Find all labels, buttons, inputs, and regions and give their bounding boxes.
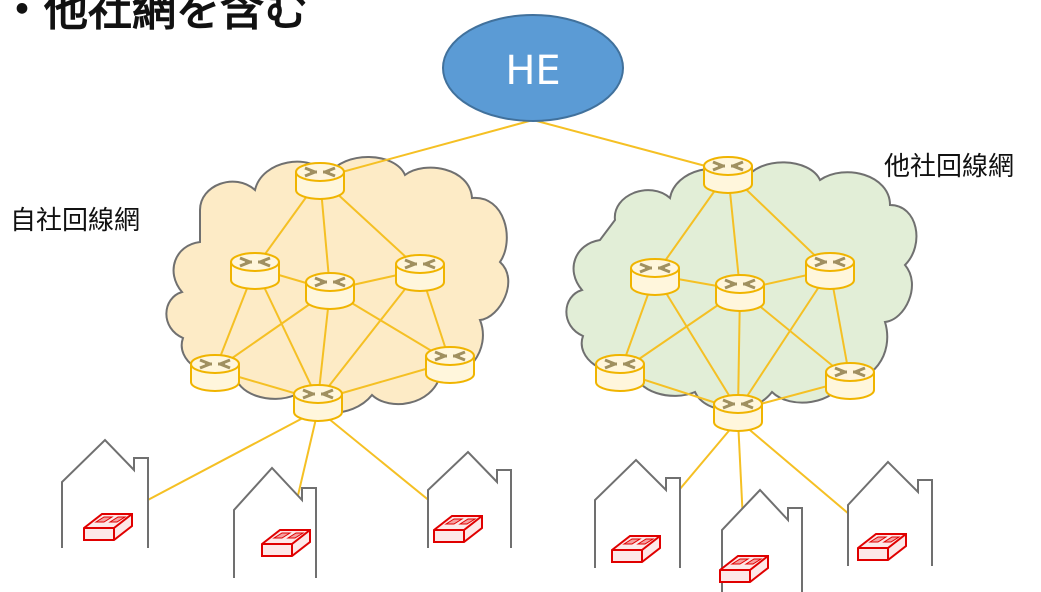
router-icon xyxy=(229,251,281,291)
router-icon xyxy=(424,345,476,385)
link xyxy=(319,119,534,179)
other-network-label: 他社回線網 xyxy=(884,152,1015,182)
router-icon xyxy=(292,383,344,423)
link xyxy=(532,119,729,173)
link xyxy=(254,267,319,401)
router-icon xyxy=(304,271,356,311)
head-end-ellipse xyxy=(442,14,624,122)
link xyxy=(654,274,739,411)
own-network-label: 自社回線網 xyxy=(10,206,141,236)
house-icon xyxy=(233,466,317,578)
house-group xyxy=(61,438,933,592)
link xyxy=(737,269,831,411)
router-icon xyxy=(294,161,346,201)
router-icon xyxy=(714,273,766,313)
router-icon xyxy=(702,155,754,195)
page-title: ・他社網を含む xyxy=(0,0,308,36)
router-icon xyxy=(394,253,446,293)
link xyxy=(317,269,421,401)
router-icon xyxy=(712,393,764,433)
head-end-label: HE xyxy=(505,48,560,94)
head-end-node: HE xyxy=(442,14,624,122)
router-icon xyxy=(629,257,681,297)
router-icon xyxy=(824,361,876,401)
router-icon xyxy=(804,251,856,291)
router-icon xyxy=(594,353,646,393)
router-icon xyxy=(189,353,241,393)
